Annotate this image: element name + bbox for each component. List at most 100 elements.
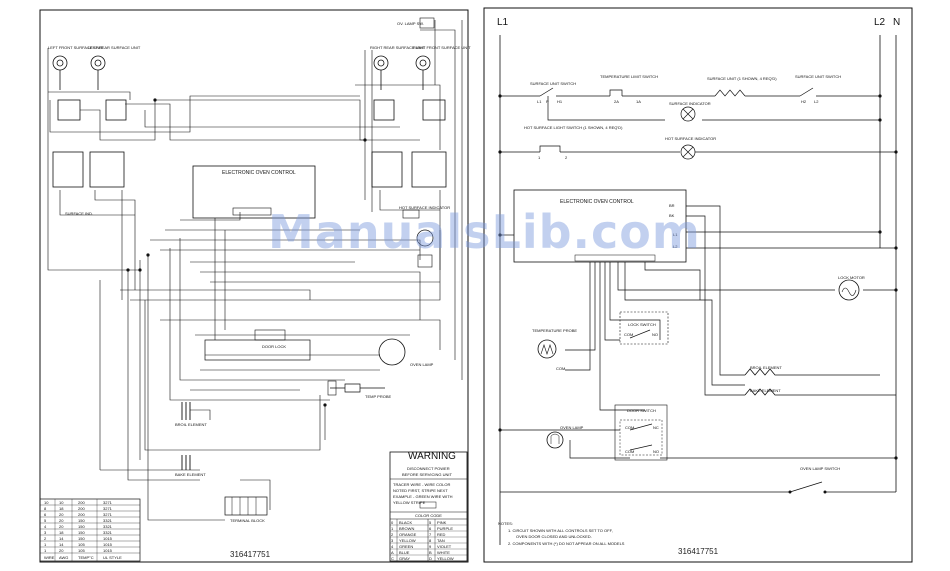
left-broil-element: [181, 402, 191, 420]
right-door-switch: [614, 404, 668, 461]
label-surface-unit-switch: SURFACE UNIT SWITCH: [530, 81, 577, 86]
color-code-cell: B: [429, 550, 432, 555]
label-temp-limit-switch: TEMPERATURE LIMIT SWITCH: [600, 74, 659, 79]
color-code-cell: 5: [429, 520, 432, 525]
label-left-temp-probe: TEMP PROBE: [365, 394, 392, 399]
right-lock-motor: [838, 279, 860, 301]
pin-door-nc: NC: [653, 425, 659, 430]
tracer-line3: EXAMPLE - GREEN WIRE WITH: [393, 494, 453, 499]
label-left-broil: BROIL ELEMENT: [175, 422, 207, 427]
left-harness: [47, 20, 463, 521]
pin-lock-no: NO: [652, 332, 658, 337]
label-right-rear: RIGHT REAR SURFACE UNIT: [370, 45, 426, 50]
color-code-cell: A: [391, 550, 394, 555]
wire-table-cell: 8: [44, 506, 47, 511]
left-small-block: [417, 254, 433, 268]
color-code-cell: 3: [391, 538, 394, 543]
label-left-bake: BAKE ELEMENT: [175, 472, 206, 477]
right-junctions: [498, 94, 898, 460]
right-eoc-wiring: [500, 205, 896, 493]
pin-l1: L1: [537, 99, 542, 104]
label-broil-element: BROIL ELEMENT: [750, 365, 782, 370]
color-code-cell: 1: [391, 526, 394, 531]
wire-table-cell: 10: [44, 500, 49, 505]
color-code-cell: 7: [429, 532, 432, 537]
wire-table-cell: 150: [78, 518, 85, 523]
wire-table-cell: 10: [59, 500, 64, 505]
label-surface-indicator: SURFACE INDICATOR: [669, 101, 711, 106]
wire-table-header: UL STYLE: [103, 555, 122, 560]
color-code-cell: 0: [391, 520, 394, 525]
label-door-switch: DOOR SWITCH: [627, 408, 656, 413]
wire-table-cell: 2: [44, 536, 47, 541]
warning-title: WARNING: [408, 451, 456, 462]
pin-eoc-l1: L1: [673, 232, 678, 237]
wire-table-cell: 1015: [103, 542, 112, 547]
wire-table-cell: 150: [78, 524, 85, 529]
pin-br: BR: [669, 203, 675, 208]
wire-table-cell: 200: [78, 500, 85, 505]
pin-1: 1: [538, 155, 541, 160]
tracer-wire-sample: [419, 501, 437, 509]
right-bus-lines: [499, 35, 897, 545]
wire-table-cell: 3271: [103, 506, 112, 511]
warning-line1: DISCONNECT POWER: [407, 466, 450, 471]
left-burners: [52, 55, 431, 90]
left-terminal-block: [224, 496, 268, 516]
wire-table-cell: 20: [59, 524, 64, 529]
label-bake-element: BAKE ELEMENT: [750, 388, 781, 393]
wire-table-cell: 200: [78, 506, 85, 511]
right-lock-switch: [619, 311, 669, 345]
note-1: 1. CIRCUIT SHOWN WITH ALL CONTROLS SET T…: [508, 528, 613, 533]
wire-table-cell: 3271: [103, 500, 112, 505]
wire-table-header: AWG: [59, 555, 69, 560]
label-left-front: LEFT FRONT SURFACE UNIT: [48, 45, 103, 50]
left-lock-motor: [254, 329, 286, 341]
color-code-cell: ORANGE: [399, 532, 417, 537]
color-code-cell: BLACK: [399, 520, 413, 525]
wire-table-cell: 18: [59, 506, 64, 511]
wire-table-cell: 6: [44, 512, 47, 517]
wire-table-cell: 3: [44, 530, 47, 535]
pin-bk: BK: [669, 213, 675, 218]
right-oven-lamp-switch: [789, 481, 823, 493]
color-code-cell: BLUE: [399, 550, 410, 555]
left-junctions: [126, 98, 367, 407]
left-part-number: 316417751: [230, 550, 271, 559]
color-code-cell: PINK: [437, 520, 447, 525]
right-part-number: 316417751: [678, 547, 719, 556]
color-code-rows: [390, 524, 467, 556]
tracer-line1: TRACER WIRE - WIRE COLOR: [393, 482, 451, 487]
warning-box: [389, 451, 468, 562]
right-bake-element: [744, 388, 780, 396]
wire-table-header: TEMP°C: [78, 555, 94, 560]
label-oven-lamp-switch: OVEN LAMP SWITCH: [800, 466, 841, 471]
label-left-hot-ind: HOT SURFACE INDICATOR: [399, 205, 451, 210]
label-surface-unit-switch-2: SURFACE UNIT SWITCH: [795, 74, 842, 79]
wire-table-cell: 1015: [103, 536, 112, 541]
note-1b: OVEN DOOR CLOSED AND UNLOCKED.: [516, 534, 592, 539]
right-eoc-connector: [574, 254, 656, 262]
wire-table-cell: 14: [59, 542, 64, 547]
wire-table-cell: 4: [44, 524, 47, 529]
color-code-cell: PURPLE: [437, 526, 454, 531]
wire-table-border: [39, 498, 141, 562]
pin-l2: L2: [814, 99, 819, 104]
wire-table-cell: 1: [44, 548, 47, 553]
right-surface-row: [500, 87, 880, 122]
pin-lock-com: COM: [624, 332, 634, 337]
wire-table-cell: 14: [59, 536, 64, 541]
left-eoc-connector: [232, 207, 272, 216]
label-left-surface-ind: SURFACE IND.: [65, 211, 94, 216]
color-code-cell: TAN: [437, 538, 445, 543]
wire-table-grid: [40, 499, 140, 561]
left-terminal-dividers: [231, 497, 257, 515]
right-temp-probe: [537, 339, 557, 359]
label-left-eoc: ELECTRONIC OVEN CONTROL: [222, 170, 296, 176]
wire-table-cell: 3321: [103, 518, 112, 523]
pin-h1: H1: [557, 99, 563, 104]
color-code-cell: YELLOW: [437, 556, 454, 561]
pin-2: 2: [565, 155, 568, 160]
pin-door-com-1: COM: [625, 425, 635, 430]
